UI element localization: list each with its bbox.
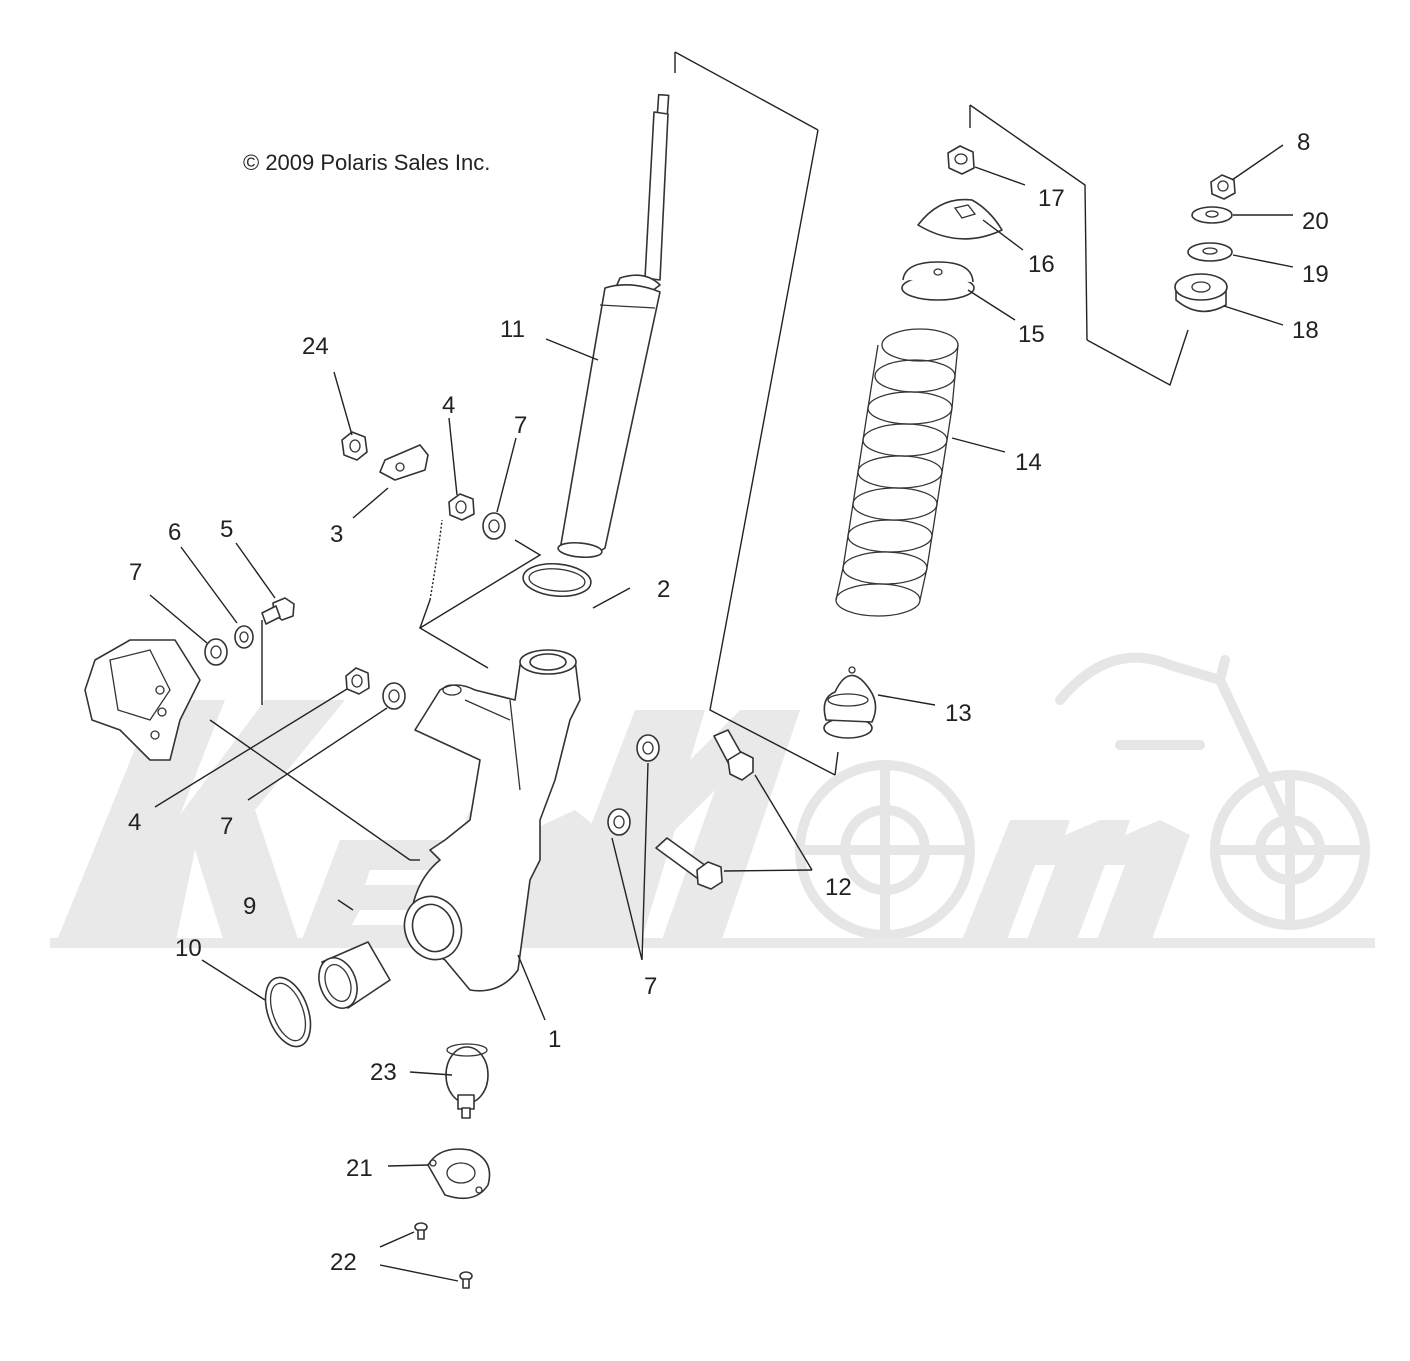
callout-7-right: 7 [644, 973, 657, 1000]
ball-joint-23 [445, 1043, 489, 1119]
nut-24 [341, 431, 368, 461]
callout-1: 1 [548, 1026, 561, 1053]
o-ring-2 [522, 562, 592, 598]
snap-ring-10 [264, 976, 312, 1048]
callout-2: 2 [657, 576, 670, 603]
mount-cap-16 [917, 198, 1003, 240]
callout-5: 5 [220, 516, 233, 543]
washer-20 [1191, 206, 1233, 224]
callout-13: 13 [945, 700, 972, 727]
callout-19: 19 [1302, 261, 1329, 288]
callout-23: 23 [370, 1059, 397, 1086]
callout-15: 15 [1018, 321, 1045, 348]
callout-4-upper: 4 [442, 392, 455, 419]
callout-22: 22 [330, 1249, 357, 1276]
callouts: 11 24 4 7 3 6 5 7 2 4 7 9 10 1 7 12 13 1… [128, 129, 1329, 1276]
callout-10: 10 [175, 935, 202, 962]
callout-20: 20 [1302, 208, 1329, 235]
callout-4-lower: 4 [128, 809, 141, 836]
washer-7-left [204, 638, 228, 666]
washer-7-middle [382, 682, 406, 710]
callout-21: 21 [346, 1155, 373, 1182]
callout-3: 3 [330, 521, 343, 548]
callout-16: 16 [1028, 251, 1055, 278]
copyright-text: © 2009 Polaris Sales Inc. [243, 150, 490, 175]
washer-7-upper [482, 512, 506, 540]
shock-absorber [557, 93, 670, 559]
washer-6 [234, 625, 254, 649]
callout-9: 9 [243, 893, 256, 920]
bump-stop-13 [823, 666, 877, 739]
retainer-plate-21 [427, 1148, 491, 1200]
bolt-12-lower [655, 837, 723, 890]
nut-8 [1210, 174, 1236, 200]
washer-7-right-lower [607, 808, 631, 836]
clip-bracket [379, 444, 429, 481]
bearing-9 [318, 941, 391, 1009]
leader-lines [149, 144, 1294, 1282]
callout-18: 18 [1292, 317, 1319, 344]
screw-22-lower [459, 1271, 473, 1289]
coil-spring-14 [835, 328, 959, 617]
callout-14: 14 [1015, 449, 1042, 476]
bolt-12-upper [713, 729, 754, 781]
callout-7-left: 7 [129, 559, 142, 586]
callout-17: 17 [1038, 185, 1065, 212]
callout-12: 12 [825, 874, 852, 901]
callout-6: 6 [168, 519, 181, 546]
washer-19 [1187, 242, 1233, 262]
nut-4-lower [345, 667, 370, 695]
callout-8: 8 [1297, 129, 1310, 156]
brake-caliper [84, 639, 201, 761]
washer-7-right-upper [636, 734, 660, 762]
nut-17 [947, 145, 975, 175]
screw-22-upper [414, 1222, 428, 1240]
grouping-brackets [209, 51, 1189, 861]
bushing-18 [1174, 273, 1228, 313]
steering-knuckle [403, 649, 581, 992]
callout-24: 24 [302, 333, 329, 360]
callout-11: 11 [500, 316, 525, 343]
callout-7-middle: 7 [220, 813, 233, 840]
spring-seat-15 [901, 261, 975, 301]
callout-7-upper: 7 [514, 412, 527, 439]
nut-4-upper [448, 493, 475, 521]
bolt-5 [261, 597, 295, 625]
